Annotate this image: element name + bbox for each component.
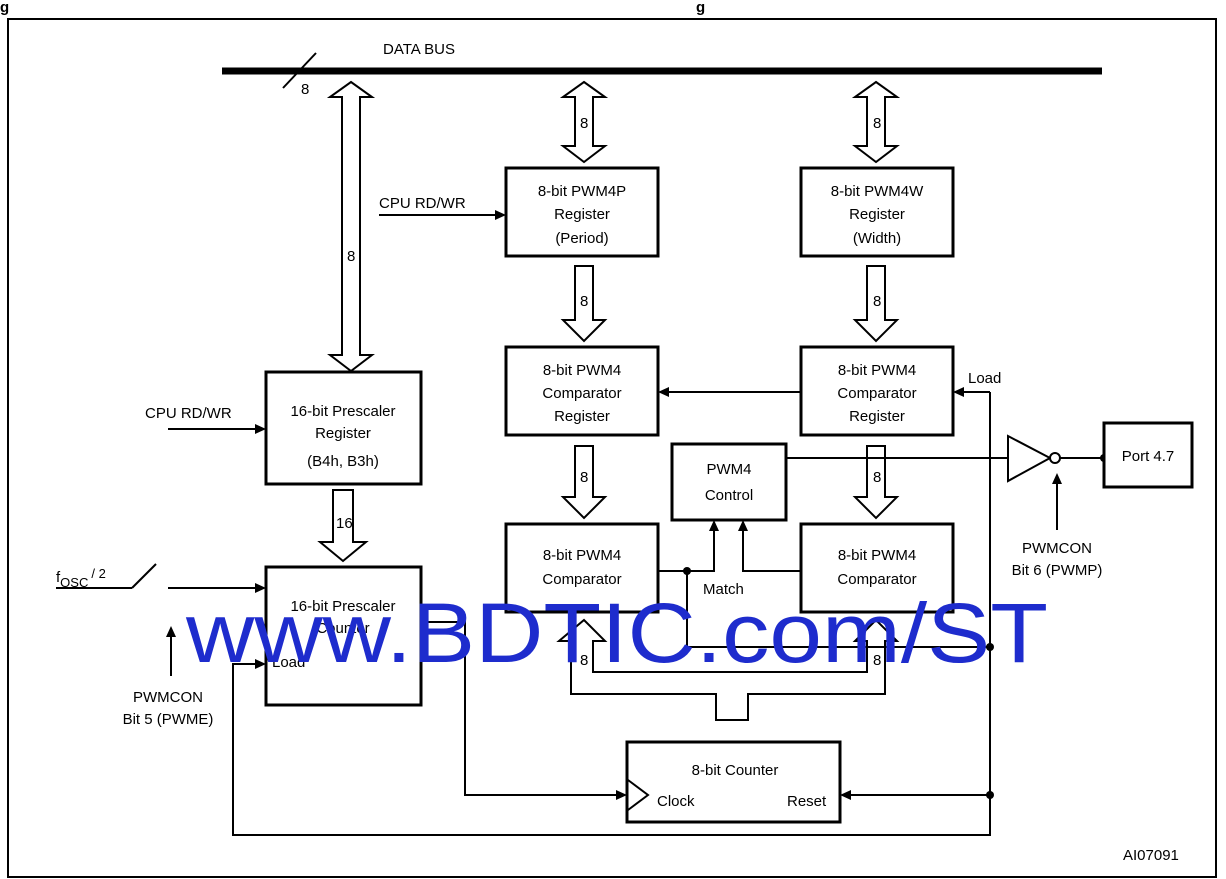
clock-triangle [627,779,650,811]
watermark-text: www.BDTIC.com/ST [185,586,1048,680]
down-arrow-8 [560,445,608,520]
bus-arrow-prescaler [326,80,376,373]
bus-width-label: 8 [873,652,881,669]
bus-width-label: 8 [873,469,881,486]
port-label: Port 4.7 [1122,448,1175,465]
block-label: Register [849,206,905,223]
fosc-label: fOSC/ 2 [56,566,106,590]
block-label: 8-bit PWM4 [838,547,916,564]
load-label: Load [968,370,1001,387]
inverter-buffer-icon [1007,434,1053,483]
data-bus-label: DATA BUS [383,41,455,58]
inverter-bubble-icon [1049,452,1061,464]
pwmcon-pwme-label: Bit 5 (PWME) [123,711,214,728]
pwm4w-register-block [799,166,955,258]
figure-frame [7,18,1217,878]
block-label: 16-bit Prescaler [290,403,395,420]
pwm4p-register-block [504,166,660,258]
arrowhead [166,626,176,637]
block-label: (Period) [555,230,608,247]
bus-width-label: 8 [347,248,355,265]
figure-id: AI07091 [1123,847,1179,864]
block-label: Register [315,425,371,442]
block-label: Comparator [542,571,621,588]
arrowhead [738,520,748,531]
down-arrow-8 [852,445,900,520]
match-reset-line [686,571,990,648]
bus-width-label: 8 [580,652,588,669]
counter-bus-arrow [556,618,900,721]
arrowhead [255,583,266,593]
bus-width-label: 16 [336,515,353,532]
match-label: Match [703,581,744,598]
match-line-left [658,530,715,572]
block-label: Register [849,408,905,425]
block-label: Counter [316,620,369,637]
block-label: 8-bit PWM4P [538,183,626,200]
caption-fragment: g [0,0,9,16]
block-label: Control [705,487,753,504]
pwmcon-pwme-label: PWMCON [133,689,203,706]
pwmcon-pwmp-label: PWMCON [1022,540,1092,557]
counter-8bit-block [625,740,842,824]
block-label: Comparator [837,571,916,588]
block-label: 16-bit Prescaler [290,598,395,615]
block-label: (B4h, B3h) [307,453,379,470]
block-label: PWM4 [707,461,752,478]
arrowhead [953,387,964,397]
junction-dot [986,643,994,651]
comparator-right-block [799,522,955,614]
match-line-right [742,530,801,572]
block-label: 8-bit PWM4 [838,362,916,379]
comparator-left-block [504,522,660,614]
arrowhead [840,790,851,800]
bus-width-label: 8 [580,293,588,310]
caption-fragment: g [696,0,705,16]
arrowhead [495,210,506,220]
block-label: 8-bit PWM4 [543,362,621,379]
down-arrow-8 [560,265,608,343]
arrowhead [255,659,266,669]
arrowhead [255,424,266,434]
comparator-register-left-block [504,345,660,437]
block-label: Register [554,206,610,223]
block-label: 8-bit Counter [692,762,779,779]
fosc-switch [131,563,157,589]
block-label: Comparator [542,385,621,402]
block-label: (Width) [853,230,901,247]
bus-width-label: 8 [873,115,881,132]
prescaler-register-block [264,370,423,486]
pwmcon-pwmp-label: Bit 6 (PWMP) [1012,562,1103,579]
load-label: Load [272,654,305,671]
arrowhead [616,790,627,800]
prescaler-to-clock-line [421,621,617,796]
bus-width-label: 8 [301,81,309,98]
bus-width-label: 8 [580,115,588,132]
clock-label: Clock [657,793,695,810]
reset-label: Reset [787,793,827,810]
pwm4-control-block [670,442,788,522]
cpu-rdwr-label: CPU RD/WR [379,195,466,212]
bus-arrow-pwm4w [851,80,901,164]
bus-width-label: 8 [580,469,588,486]
arrowhead [709,520,719,531]
port-block [1102,421,1194,489]
bus-arrow-pwm4p [559,80,609,164]
down-arrow-8 [852,265,900,343]
block-label: 8-bit PWM4W [831,183,924,200]
comparator-register-right-block [799,345,955,437]
reset-load-trunk [232,392,991,836]
bus-width-label: 8 [873,293,881,310]
cpu-rdwr-label: CPU RD/WR [145,405,232,422]
block-label: Register [554,408,610,425]
block-label: 8-bit PWM4 [543,547,621,564]
arrowhead [658,387,669,397]
arrowhead [1052,473,1062,484]
bus-width-slash [282,52,317,89]
prescaler-16bit-arrow [317,489,369,563]
prescaler-counter-block [264,565,423,707]
block-label: Comparator [837,385,916,402]
